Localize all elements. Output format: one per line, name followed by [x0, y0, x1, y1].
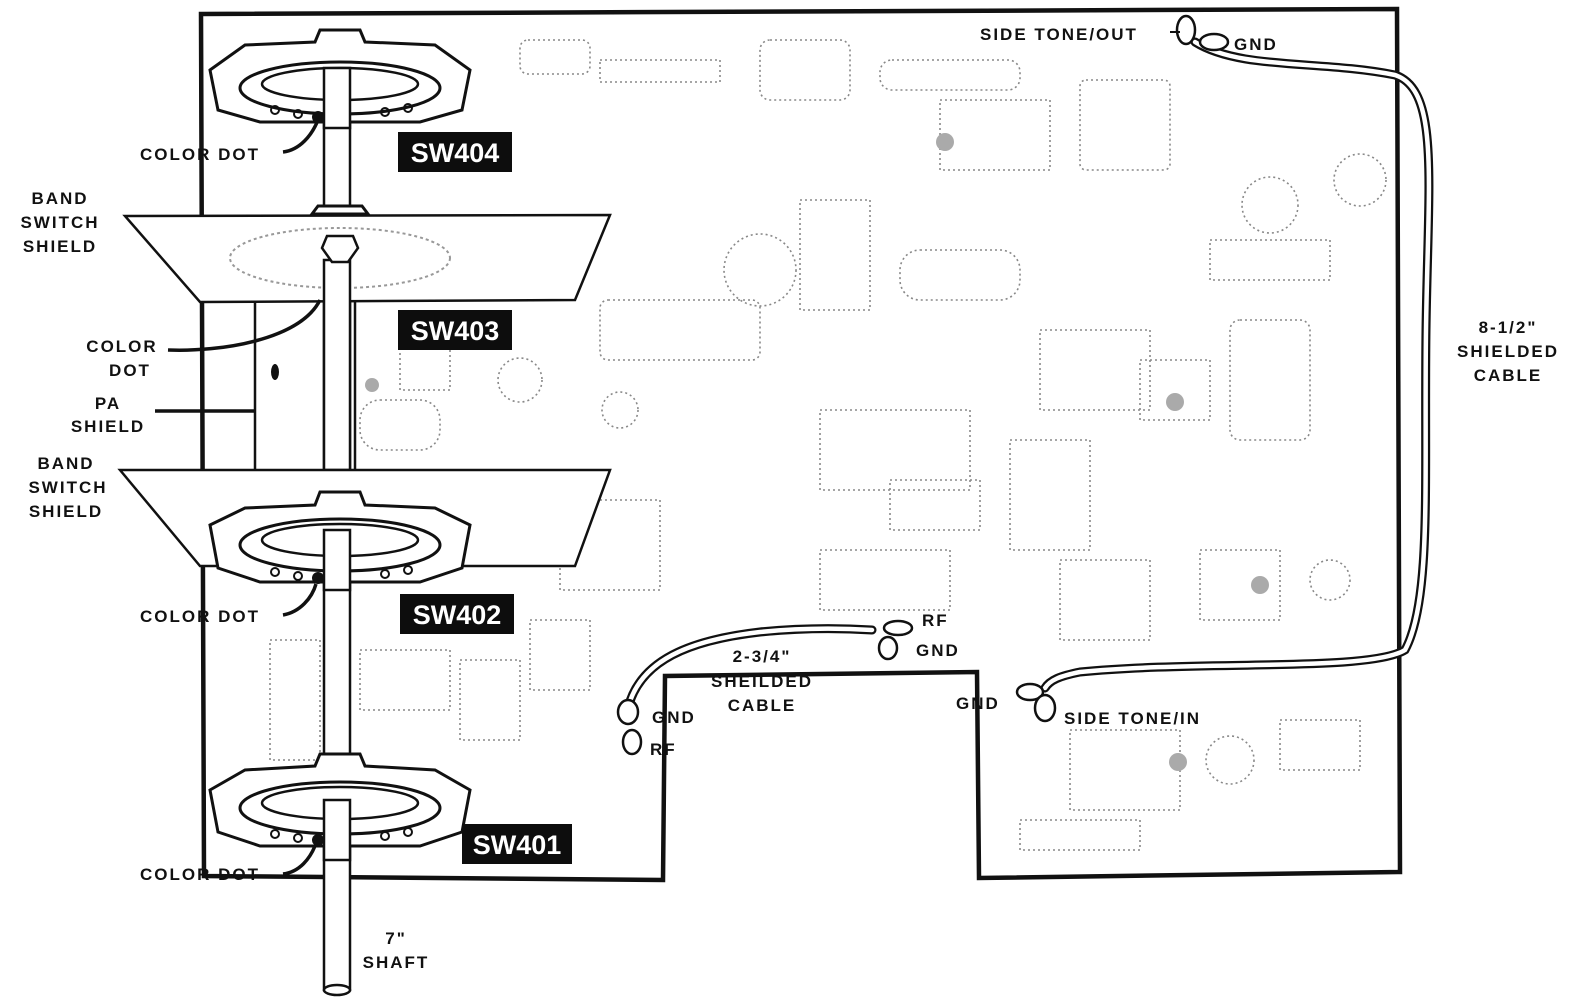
label-gnd-side-tone-in: GND	[956, 694, 1000, 713]
label-band-switch-shield-lower-1: BAND	[37, 454, 94, 473]
label-gnd-upper: GND	[916, 641, 960, 660]
switch-wafer-sw401	[208, 752, 472, 862]
label-cable-8-line1: 8-1/2"	[1479, 318, 1538, 337]
label-cable-2-line1: 2-3/4"	[733, 647, 792, 666]
label-shaft-1: 7"	[385, 929, 407, 948]
label-color-dot-sw404: COLOR DOT	[140, 145, 260, 164]
label-band-switch-shield-upper-1: BAND	[31, 189, 88, 208]
circuit-board	[198, 6, 1403, 883]
switch-wafer-sw404	[208, 28, 472, 130]
label-color-dot-sw403-1: COLOR	[86, 337, 157, 356]
label-band-switch-shield-lower-2: SWITCH	[28, 478, 107, 497]
leader-lines	[155, 31, 1180, 876]
label-rf-left: RF	[650, 740, 677, 759]
label-gnd-top: GND	[1234, 35, 1278, 54]
label-sw401: SW401	[462, 824, 572, 864]
label-side-tone-out: SIDE TONE/OUT	[980, 25, 1138, 44]
shielded-cable-2-3-4	[623, 624, 877, 713]
label-color-dot-sw402: COLOR DOT	[140, 607, 260, 626]
label-band-switch-shield-lower-3: SHIELD	[29, 502, 103, 521]
label-sw403: SW403	[398, 310, 512, 350]
label-color-dot-sw401: COLOR DOT	[140, 865, 260, 884]
svg-text:SW401: SW401	[473, 830, 562, 860]
label-cable-8-line3: CABLE	[1474, 366, 1543, 385]
svg-text:SW402: SW402	[413, 600, 502, 630]
switch-wafer-sw402	[208, 490, 472, 592]
band-switch-shield-upper	[122, 204, 612, 472]
label-gnd-left: GND	[652, 708, 696, 727]
label-side-tone-in: SIDE TONE/IN	[1064, 709, 1201, 728]
label-shaft-2: SHAFT	[363, 953, 430, 972]
label-band-switch-shield-upper-2: SWITCH	[20, 213, 99, 232]
label-color-dot-sw403-2: DOT	[109, 361, 151, 380]
label-sw402: SW402	[400, 594, 514, 634]
terminal-lugs	[616, 14, 1230, 756]
label-cable-8-line2: SHIELDED	[1457, 342, 1559, 361]
label-band-switch-shield-upper-3: SHIELD	[23, 237, 97, 256]
label-pa-shield-1: PA	[95, 394, 121, 413]
shielded-cable-8-1-2	[1040, 37, 1434, 693]
label-sw404: SW404	[398, 132, 512, 172]
svg-text:SW403: SW403	[411, 316, 500, 346]
label-rf-upper: RF	[922, 611, 949, 630]
label-pa-shield-2: SHIELD	[71, 417, 145, 436]
label-cable-2-line3: CABLE	[728, 696, 797, 715]
label-cable-2-line2: SHEILDED	[711, 672, 813, 691]
svg-text:SW404: SW404	[411, 138, 500, 168]
